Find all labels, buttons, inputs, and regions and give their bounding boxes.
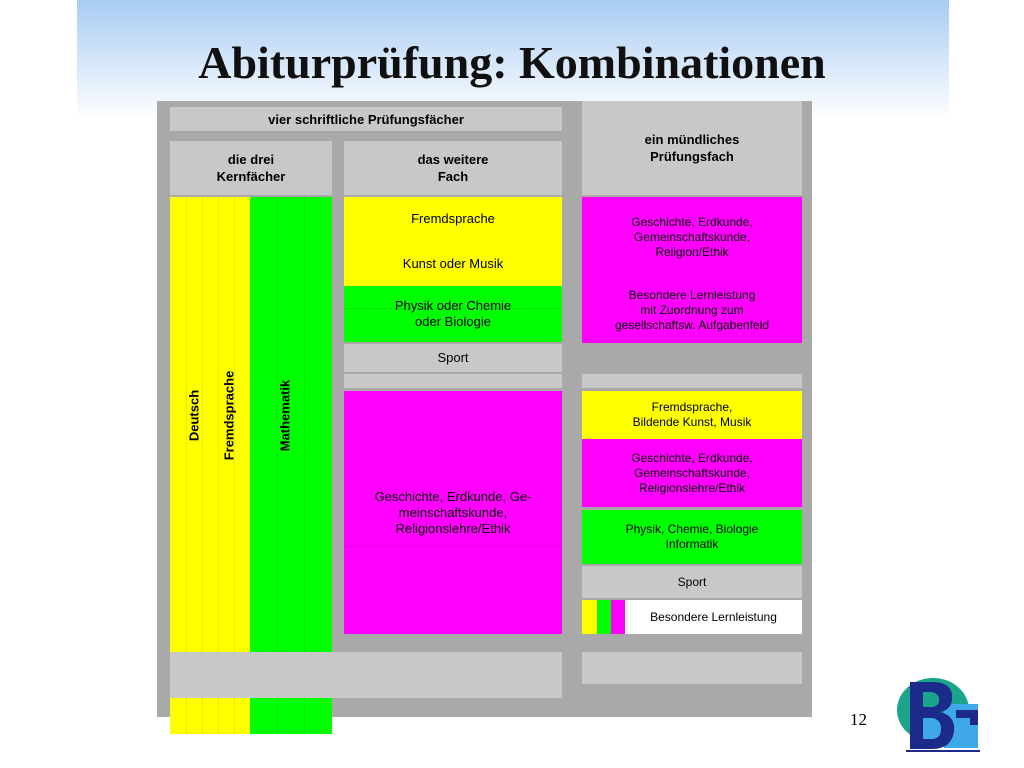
page-number: 12 [850,710,867,729]
color-swatch-magenta [611,600,625,634]
further-subject-header: das weitere Fach [344,141,562,195]
combination-table: vier schriftliche Prüfungsfächer die dre… [157,101,812,734]
further-kunst-musik: Kunst oder Musik [344,241,562,286]
logo-letters: BG [896,670,898,671]
further-gesellschaftswissenschaft: Geschichte, Erdkunde, Ge- meinschaftskun… [344,391,562,634]
further-spacer [344,374,562,388]
further-fremdsprache: Fremdsprache [344,197,562,241]
core-column-mathematik [250,197,332,734]
bottom-left-area [170,652,562,698]
oral-spacer [582,374,802,388]
core-column-deutsch [170,197,250,734]
written-subjects-header: vier schriftliche Prüfungsfächer [170,107,562,131]
core-subject-fremdsprache: Fremdsprache [221,370,237,461]
oral-sport: Sport [582,566,802,598]
oral-sprache-kunst: Fremdsprache, Bildende Kunst, Musik [582,391,802,439]
color-swatch-yellow [582,600,597,634]
core-subject-mathematik: Mathematik [277,379,293,452]
header-gradient [77,0,949,120]
bottom-right-area [582,652,802,684]
further-sport: Sport [344,344,562,372]
oral-gesellschaft-bottom: Geschichte, Erdkunde, Gemeinschaftskunde… [582,439,802,507]
oral-naturwissenschaft: Physik, Chemie, Biologie Informatik [582,510,802,564]
oral-subject-header: ein mündliches Prüfungsfach [582,101,802,195]
core-subject-deutsch: Deutsch [186,389,202,442]
oral-besondere-lernleistung-top: Besondere Lernleistung mit Zuordnung zum… [582,277,802,343]
page-title: Abiturprüfung: Kombinationen [198,37,826,88]
oral-gesellschaft-top: Geschichte, Erdkunde, Gemeinschaftskunde… [582,197,802,277]
oral-besondere-lernleistung-bottom: Besondere Lernleistung [582,600,802,634]
school-logo: BG [896,670,980,752]
oral-special-label: Besondere Lernleistung [650,609,777,624]
further-naturwissenschaft: Physik oder Chemie oder Biologie [344,286,562,342]
color-swatch-green [597,600,611,634]
core-subjects-header: die drei Kernfächer [170,141,332,195]
